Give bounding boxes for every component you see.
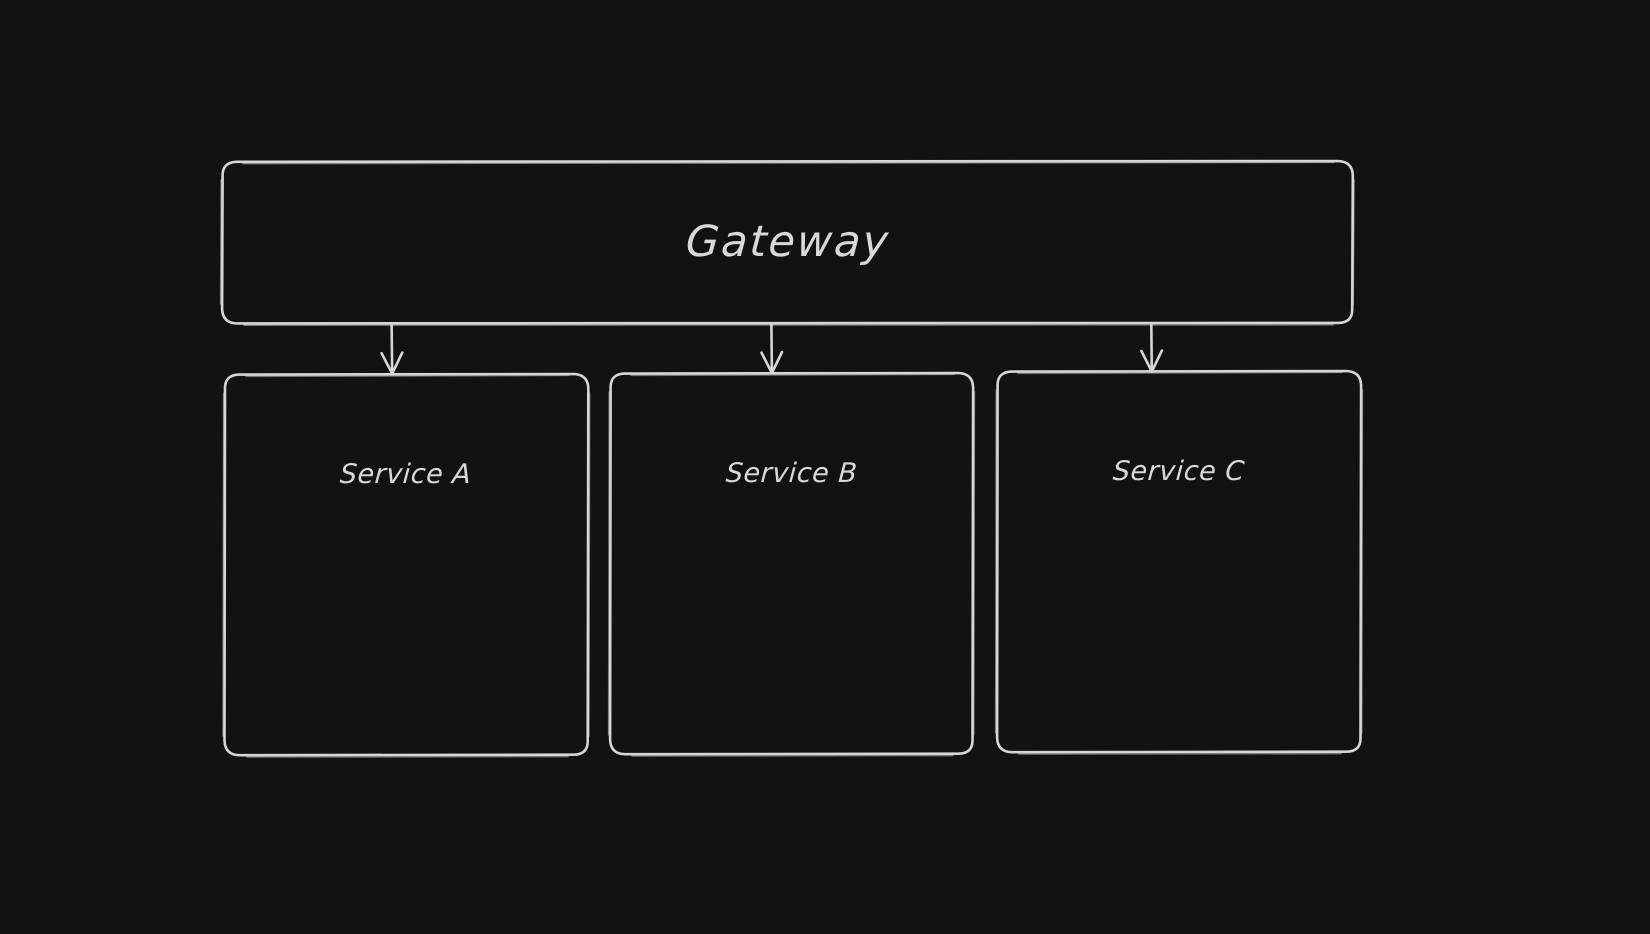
edge-gateway-to-service-b[interactable] [759,322,785,378]
edge-gateway-to-service-c[interactable] [1139,322,1165,378]
node-service-b[interactable]: Service B [610,373,973,754]
node-gateway-label: Gateway [683,217,892,267]
node-service-b-label: Service B [724,458,859,489]
node-service-a-label: Service A [339,459,473,490]
node-gateway[interactable]: Gateway [222,161,1353,324]
edge-gateway-to-service-a[interactable] [379,322,405,378]
node-service-c[interactable]: Service C [997,371,1361,752]
node-service-a[interactable]: Service A [224,374,588,755]
node-service-c-label: Service C [1112,456,1246,487]
